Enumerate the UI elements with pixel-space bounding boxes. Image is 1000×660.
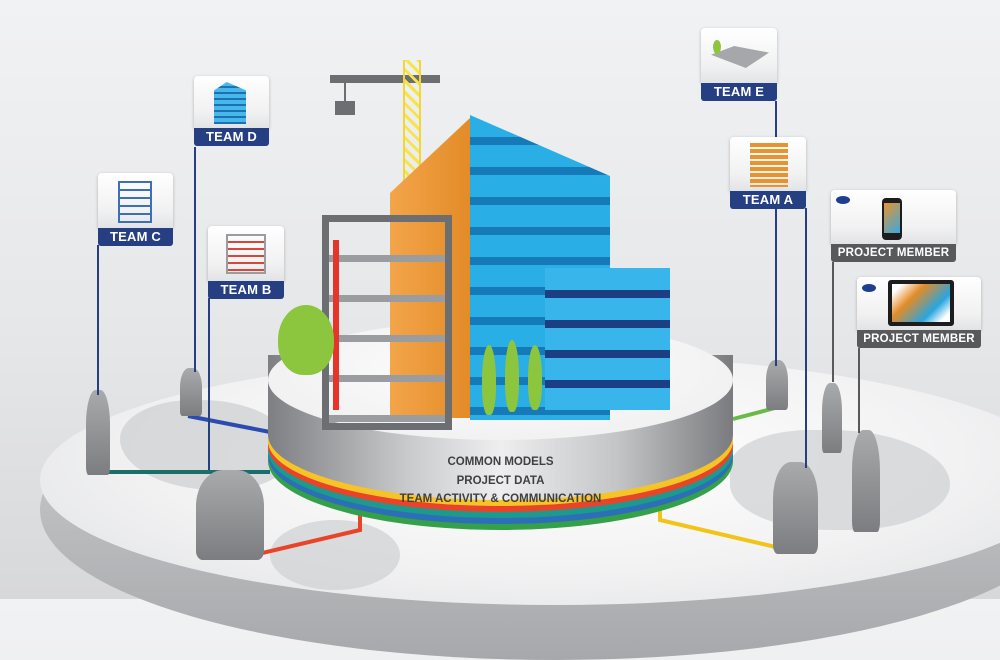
crane-building-frame-icon bbox=[118, 181, 152, 223]
red-pipes bbox=[333, 240, 339, 410]
member-tablet-label: PROJECT MEMBER bbox=[857, 330, 981, 348]
member-phone-line bbox=[832, 262, 834, 382]
member-tablet-line bbox=[858, 348, 860, 433]
tree-cypress-icon bbox=[482, 345, 496, 415]
team-e-card[interactable]: TEAM E bbox=[701, 28, 777, 101]
team-d-label: TEAM D bbox=[194, 128, 269, 146]
cloud-app-icon bbox=[862, 284, 876, 292]
gray-structural-frame bbox=[322, 215, 452, 430]
team-d-card[interactable]: TEAM D bbox=[194, 76, 269, 146]
person-silhouette bbox=[766, 360, 788, 410]
member-phone-card[interactable]: PROJECT MEMBER bbox=[831, 190, 956, 262]
platform-layer-labels: COMMON MODELS PROJECT DATA TEAM ACTIVITY… bbox=[268, 456, 733, 516]
layer-team-activity: TEAM ACTIVITY & COMMUNICATION bbox=[399, 493, 602, 505]
smartphone-icon bbox=[882, 198, 902, 240]
world-map-americas bbox=[120, 400, 290, 490]
layer-common-models: COMMON MODELS bbox=[447, 456, 554, 468]
cloud-app-icon bbox=[836, 196, 850, 204]
team-a-line bbox=[805, 208, 807, 468]
team-e-line bbox=[775, 101, 777, 366]
member-phone-label: PROJECT MEMBER bbox=[831, 244, 956, 262]
team-a-label: TEAM A bbox=[730, 191, 806, 209]
person-silhouette bbox=[180, 368, 202, 416]
tablet-icon bbox=[888, 280, 954, 326]
team-a-card[interactable]: TEAM A bbox=[730, 137, 806, 209]
member-tablet-card[interactable]: PROJECT MEMBER bbox=[857, 277, 981, 348]
person-group-silhouette bbox=[852, 430, 880, 532]
person-silhouette bbox=[86, 390, 110, 475]
person-silhouette bbox=[822, 383, 842, 453]
world-map-south-america bbox=[270, 520, 400, 590]
team-d-line bbox=[194, 147, 196, 372]
orange-floor-slabs-icon bbox=[750, 143, 788, 187]
team-b-label: TEAM B bbox=[208, 281, 284, 299]
team-c-card[interactable]: TEAM C bbox=[98, 173, 173, 246]
team-c-label: TEAM C bbox=[98, 228, 173, 246]
layer-project-data: PROJECT DATA bbox=[456, 475, 545, 487]
tree-large-icon bbox=[278, 305, 334, 375]
tree-icon bbox=[713, 40, 721, 54]
team-c-line bbox=[97, 245, 99, 395]
blue-annex-building bbox=[545, 268, 670, 410]
tree-cypress-icon bbox=[505, 340, 519, 412]
person-group-silhouette bbox=[773, 462, 818, 554]
blue-building-icon bbox=[214, 82, 246, 124]
person-group-silhouette bbox=[196, 470, 264, 560]
team-b-card[interactable]: TEAM B bbox=[208, 226, 284, 299]
team-b-line bbox=[208, 298, 210, 470]
team-e-label: TEAM E bbox=[701, 83, 777, 101]
tree-cypress-icon bbox=[528, 345, 542, 410]
red-structural-frame-icon bbox=[226, 234, 266, 274]
